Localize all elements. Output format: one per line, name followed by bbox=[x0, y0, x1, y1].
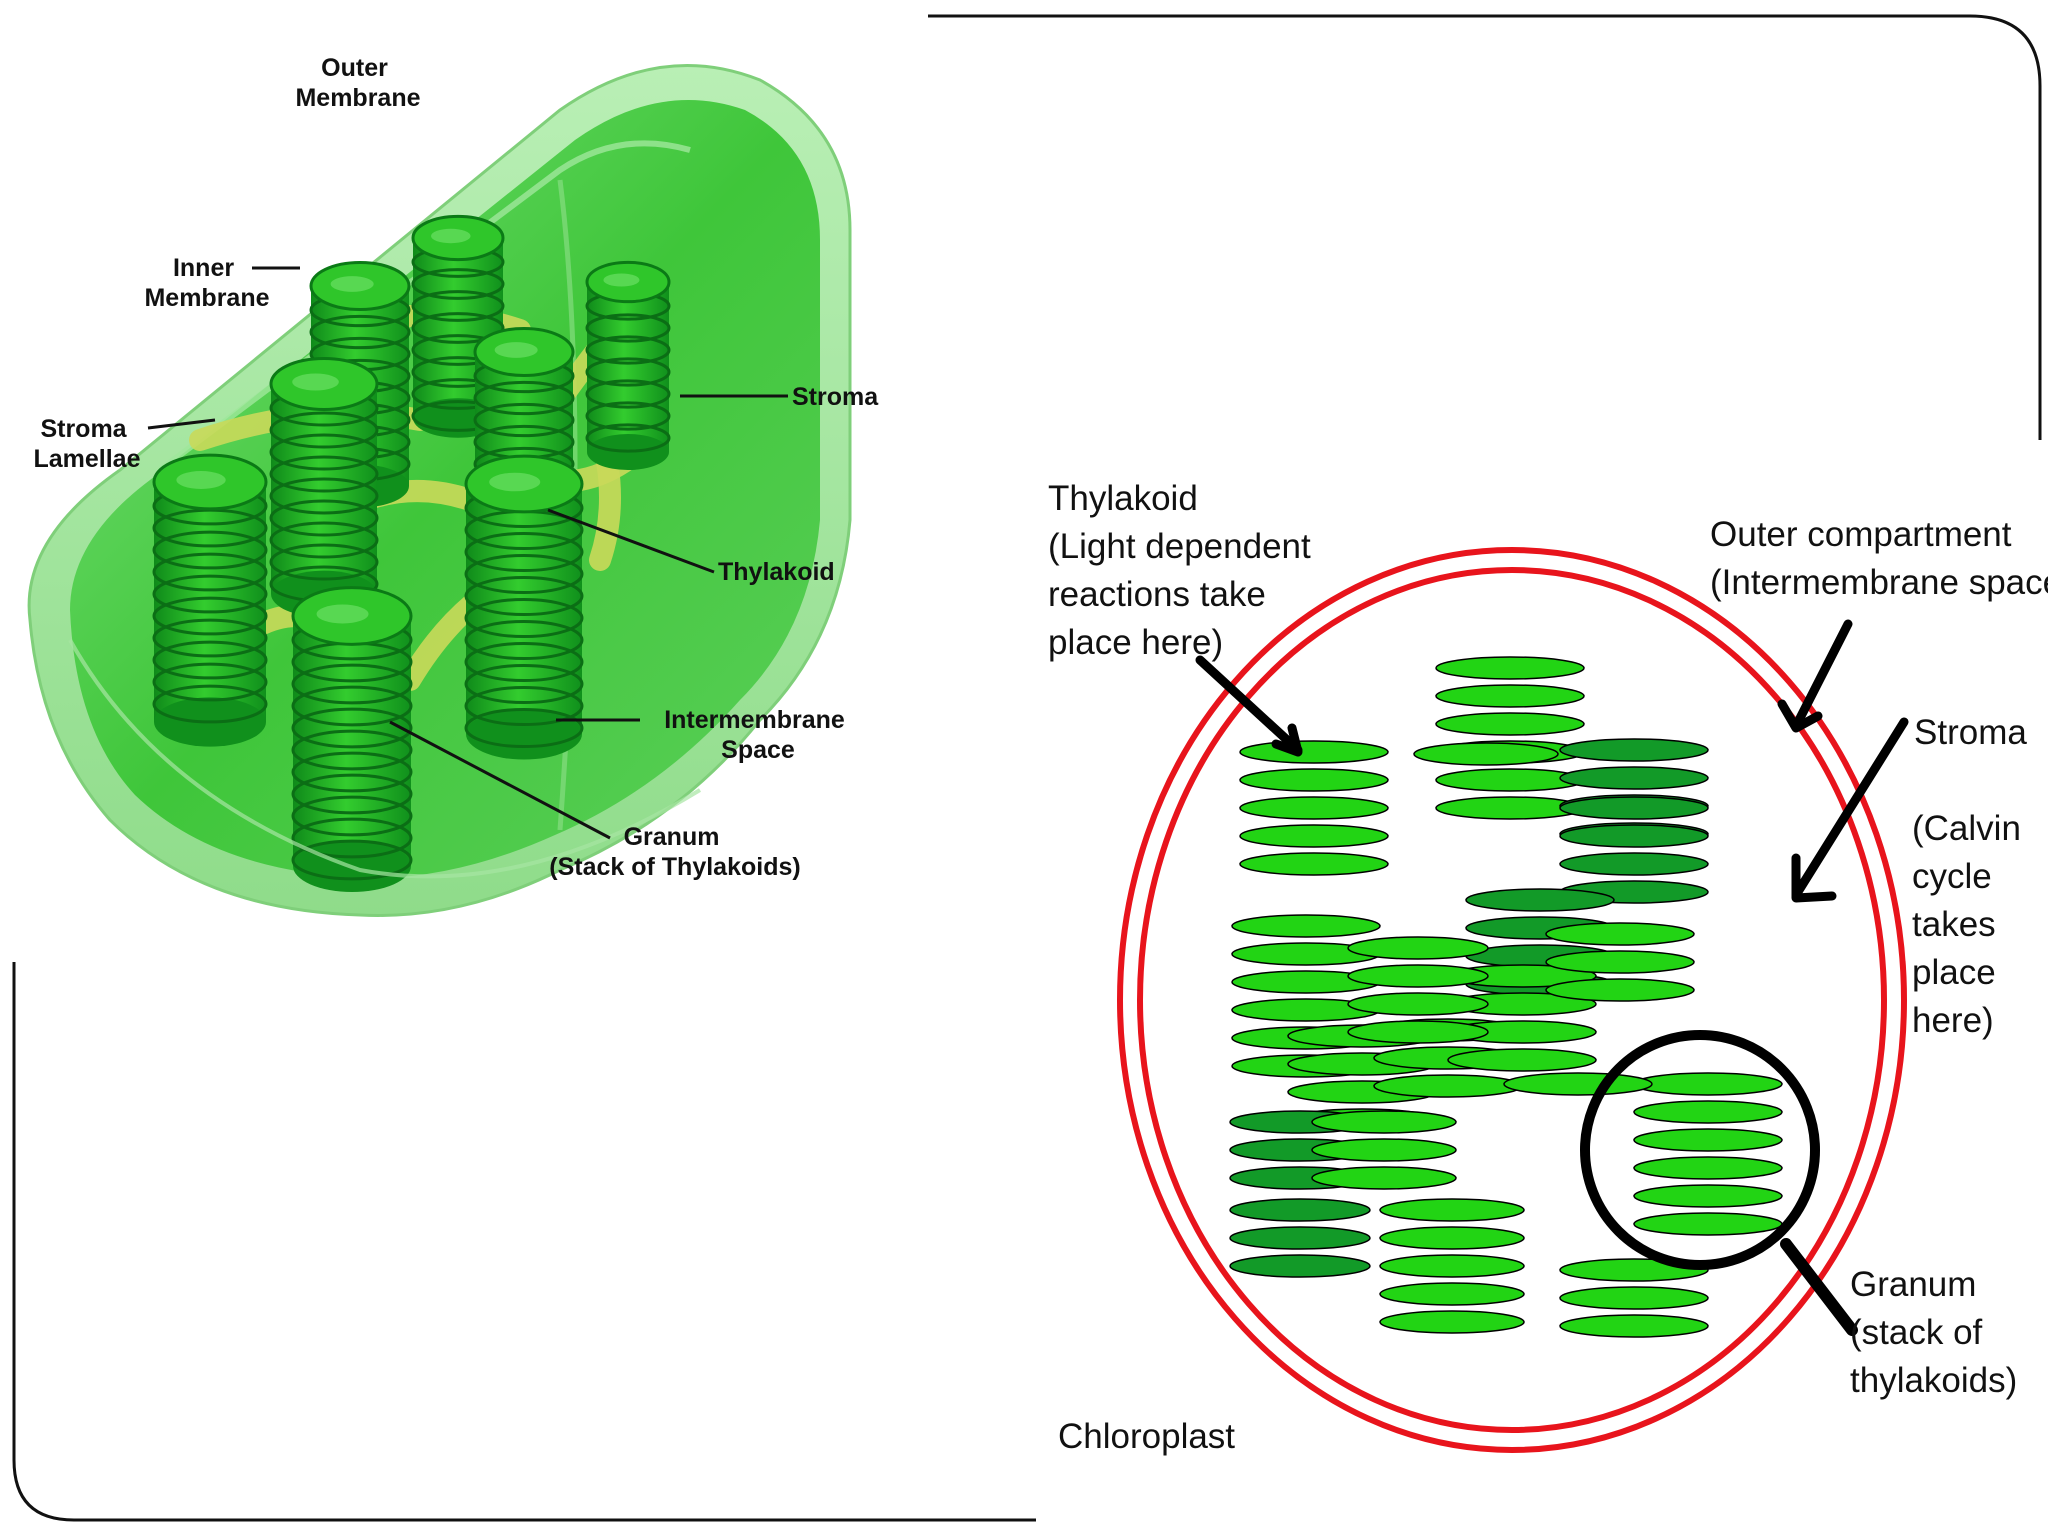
thylakoid-disc bbox=[1229, 1198, 1371, 1222]
thylakoid-disc bbox=[1633, 1156, 1783, 1180]
granum-stack-3d bbox=[269, 357, 379, 618]
thylakoid-disc bbox=[1559, 796, 1709, 820]
calvin-cycle-label: (Calvin cycle takes place here) bbox=[1912, 809, 2031, 1040]
stroma-arrow-head bbox=[1791, 853, 1837, 903]
thylakoid-disc bbox=[1545, 922, 1695, 946]
thylakoid-disc bbox=[1559, 1314, 1709, 1338]
thylakoid-disc bbox=[1559, 824, 1709, 848]
thylakoid-disc bbox=[1559, 852, 1709, 876]
intermembrane-space-label: Intermembrane Space bbox=[664, 706, 852, 764]
thylakoid-disc bbox=[1239, 852, 1389, 876]
thylakoid-disc bbox=[1239, 824, 1389, 848]
slide-frame bbox=[12, 14, 2042, 1522]
thylakoid-disc bbox=[1379, 1310, 1525, 1334]
thylakoid-disc bbox=[1231, 914, 1381, 938]
thylakoid-disc bbox=[1229, 1226, 1371, 1250]
thylakoid-disc bbox=[1311, 1110, 1457, 1134]
thylakoid-disc bbox=[1545, 978, 1695, 1002]
stroma-lamellae-leader bbox=[147, 418, 216, 430]
thylakoid-disc bbox=[1379, 1282, 1525, 1306]
thylakoid-disc bbox=[1311, 1138, 1457, 1162]
thylakoid-disc bbox=[1347, 1020, 1489, 1044]
chloroplast-membranes bbox=[1117, 547, 1907, 1453]
thylakoid-disc bbox=[1239, 796, 1389, 820]
magnifier-handle bbox=[1780, 1238, 1858, 1336]
magnifier-ring bbox=[1580, 1030, 1820, 1270]
thylakoid-arrow bbox=[1195, 655, 1303, 755]
thylakoid-disc bbox=[1633, 1212, 1783, 1236]
granum-stacks-3d bbox=[152, 214, 671, 892]
thylakoid-disc bbox=[1633, 1184, 1783, 1208]
outer-compartment-arrow-head bbox=[1777, 699, 1823, 733]
thylakoid-disc bbox=[1447, 1048, 1597, 1072]
outer-compartment-arrow bbox=[1791, 619, 1853, 731]
thylakoid-disc bbox=[1311, 1166, 1457, 1190]
thylakoid-disc bbox=[1633, 1100, 1783, 1124]
granum-stack-3d bbox=[464, 454, 584, 760]
inner-membrane-label: Inner Membrane bbox=[144, 254, 269, 312]
thylakoid-disc bbox=[1413, 742, 1559, 766]
stroma-arrow bbox=[1791, 717, 1909, 900]
thylakoid-disc bbox=[1633, 1072, 1783, 1096]
thylakoid-disc bbox=[1379, 1198, 1525, 1222]
outer-membrane-ring bbox=[1117, 547, 1907, 1453]
thylakoid-discs bbox=[1229, 656, 1783, 1338]
chloroplast-schematic: Thylakoid (Light dependent reactions tak… bbox=[1048, 479, 2048, 1456]
granum-label-3d: Granum (Stack of Thylakoids) bbox=[549, 823, 800, 881]
thylakoid-label: Thylakoid bbox=[718, 558, 835, 586]
granum-stack-3d bbox=[585, 260, 671, 471]
thylakoid-disc bbox=[1465, 888, 1615, 912]
granum-schematic-label: Granum (stack of thylakoids) bbox=[1850, 1265, 2017, 1400]
chloroplast-label: Chloroplast bbox=[1058, 1417, 1235, 1456]
outer-membrane-label: Outer Membrane bbox=[295, 54, 420, 112]
thylakoid-disc bbox=[1239, 740, 1389, 764]
stroma-lamellae-label: Stroma Lamellae bbox=[33, 415, 140, 473]
outer-compartment-label: Outer compartment (Intermembrane space) bbox=[1710, 515, 2048, 602]
thylakoid-schematic-label: Thylakoid (Light dependent reactions tak… bbox=[1048, 479, 1320, 662]
thylakoid-arrow-head bbox=[1271, 723, 1303, 757]
inner-membrane-ring bbox=[1137, 567, 1887, 1433]
pointer-arrows bbox=[1195, 619, 1909, 903]
thylakoid-disc bbox=[1347, 992, 1489, 1016]
thylakoid-disc bbox=[1559, 1286, 1709, 1310]
chloroplast-3d-illustration: Outer Membrane Inner Membrane Stroma Lam… bbox=[27, 54, 879, 917]
stroma-label: Stroma bbox=[792, 383, 879, 411]
magnifier bbox=[1580, 1030, 1858, 1336]
granum-leader-3d bbox=[389, 720, 611, 840]
granum-stack-3d bbox=[152, 453, 268, 747]
thylakoid-disc bbox=[1503, 1072, 1653, 1096]
thylakoid-disc bbox=[1435, 712, 1585, 736]
thylakoid-disc bbox=[1559, 738, 1709, 762]
thylakoid-disc bbox=[1379, 1254, 1525, 1278]
thylakoid-leader bbox=[547, 508, 715, 574]
thylakoid-disc bbox=[1435, 656, 1585, 680]
thylakoid-disc bbox=[1347, 936, 1489, 960]
thylakoid-disc bbox=[1229, 1254, 1371, 1278]
thylakoid-disc bbox=[1545, 950, 1695, 974]
thylakoid-disc bbox=[1559, 766, 1709, 790]
thylakoid-disc bbox=[1633, 1128, 1783, 1152]
thylakoid-disc bbox=[1373, 1074, 1523, 1098]
thylakoid-disc bbox=[1435, 684, 1585, 708]
thylakoid-disc bbox=[1379, 1226, 1525, 1250]
thylakoid-disc bbox=[1239, 768, 1389, 792]
granum-stack-3d bbox=[291, 586, 413, 892]
stroma-schematic-label: Stroma bbox=[1914, 713, 2027, 752]
thylakoid-disc bbox=[1347, 964, 1489, 988]
inner-membrane-edge bbox=[68, 639, 702, 879]
